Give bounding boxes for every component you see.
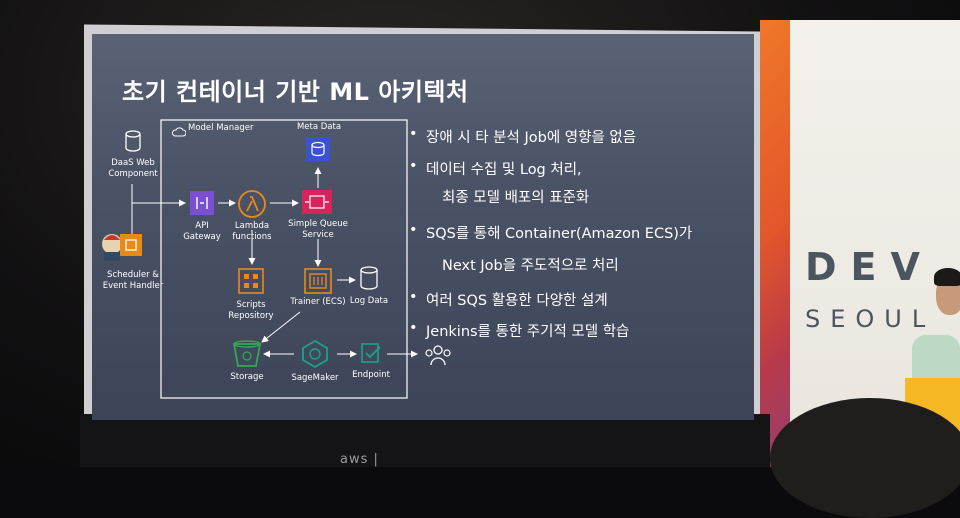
bullet-1: • 장애 시 타 분석 Job에 영향을 없음 [409, 126, 637, 147]
api-gateway-label: API Gateway [183, 221, 221, 242]
ecs-icon [304, 268, 332, 298]
cloud-icon [171, 122, 187, 141]
stage-logo-text: aws | [340, 452, 379, 467]
bullet-3-text: SQS를 통해 Container(Amazon ECS)가 [426, 226, 693, 242]
scripts-repository-label: Scripts Repository [228, 300, 274, 321]
bullet-marker: • [409, 320, 418, 336]
bullet-marker: • [409, 158, 418, 174]
sqs-icon [302, 190, 332, 218]
users-icon [424, 343, 452, 371]
lambda-label: Lambda functions [232, 221, 272, 242]
model-manager-group-box [160, 119, 408, 399]
event-brand-dev: DEV [805, 245, 934, 289]
s3-bucket-icon [232, 340, 262, 372]
group-title: Model Manager [188, 123, 254, 133]
audience-head [770, 398, 960, 518]
bullet-2-continued: 최종 모델 배포의 표준화 [442, 190, 590, 206]
bullet-4-text: 여러 SQS 활용한 다양한 설계 [426, 293, 608, 309]
bullet-marker: • [409, 222, 418, 238]
bullet-2-text: 데이터 수집 및 Log 처리, [426, 162, 582, 178]
bullet-1-text: 장애 시 타 분석 Job에 영향을 없음 [426, 130, 637, 146]
sagemaker-icon [300, 339, 330, 373]
scripts-repository-icon [238, 268, 264, 298]
meta-data-label: Meta Data [296, 122, 342, 132]
log-data-label: Log Data [349, 296, 389, 306]
bullet-5-text: Jenkins를 통한 주기적 모델 학습 [426, 324, 630, 340]
log-database-icon [360, 266, 378, 294]
bullet-4: • 여러 SQS 활용한 다양한 설계 [409, 289, 608, 310]
slide-title: 초기 컨테이너 기반 ML 아키텍처 [122, 78, 469, 106]
stage-base [80, 414, 770, 467]
sagemaker-label: SageMaker [291, 373, 339, 383]
sqs-label: Simple Queue Service [288, 219, 348, 240]
dynamodb-icon [306, 137, 330, 165]
api-gateway-icon [190, 191, 214, 219]
speaker-body [912, 335, 960, 385]
bullet-marker: • [409, 289, 418, 305]
event-brand-seoul: SEOUL [805, 305, 936, 333]
speaker-hair [934, 268, 960, 286]
architecture-diagram [131, 119, 418, 399]
bullet-2: • 데이터 수집 및 Log 처리, [409, 158, 582, 179]
lambda-icon [238, 190, 266, 222]
arrow-trainer-to-storage [261, 311, 301, 343]
scheduler-label: Scheduler & Event Handler [102, 270, 164, 291]
bullet-marker: • [409, 126, 418, 142]
jenkins-icon [100, 232, 126, 266]
chip-icon [120, 234, 142, 260]
database-icon [125, 130, 141, 156]
bullet-5: • Jenkins를 통한 주기적 모델 학습 [409, 320, 630, 341]
endpoint-icon [360, 342, 384, 370]
bullet-3-continued: Next Job을 주도적으로 처리 [442, 258, 619, 274]
trainer-label: Trainer (ECS) [290, 297, 346, 307]
bullet-3: • SQS를 통해 Container(Amazon ECS)가 [409, 222, 693, 243]
presentation-slide: 초기 컨테이너 기반 ML 아키텍처 • 장애 시 타 분석 Job에 영향을 … [92, 34, 754, 420]
storage-label: Storage [230, 372, 264, 382]
daas-label: DaaS Web Component [108, 158, 158, 179]
endpoint-label: Endpoint [352, 370, 390, 380]
